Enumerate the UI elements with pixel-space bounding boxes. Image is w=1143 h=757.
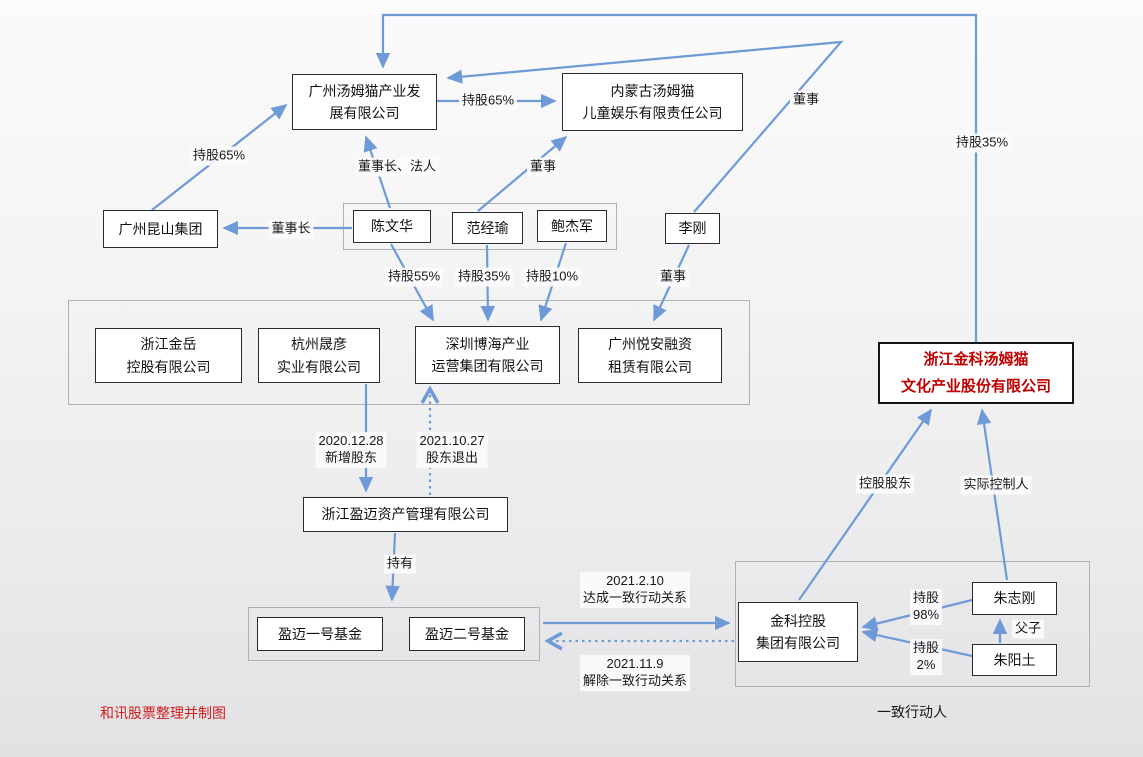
node-text: 浙江金科汤姆猫 — [923, 351, 1029, 368]
edge-label-hold: 持有 — [383, 554, 417, 574]
node-text: 控股有限公司 — [126, 358, 211, 375]
edge-label-hold10: 持股10% — [522, 267, 582, 287]
edge-label-hold65-left: 持股65% — [189, 146, 249, 166]
edge-jinkeholding-to-jinke — [798, 408, 932, 601]
edge-label-chairman-legal: 董事长、法人 — [354, 157, 440, 177]
label-line: 2021.11.9 — [606, 656, 664, 672]
edge-label-hold55: 持股55% — [384, 267, 444, 287]
node-chen-wenhua: 陈文华 — [353, 210, 431, 243]
node-text: 租赁有限公司 — [608, 358, 692, 375]
node-text: 朱阳土 — [993, 651, 1036, 668]
edge-label-date-form: 2021.2.10 达成一致行动关系 — [579, 572, 691, 608]
node-text: 陈文华 — [371, 218, 413, 235]
node-text: 运营集团有限公司 — [431, 358, 544, 374]
label-line: 达成一致行动关系 — [582, 590, 688, 605]
node-text: 朱志刚 — [993, 590, 1036, 607]
edge-label-actual-controller: 实际控制人 — [960, 475, 1032, 495]
edge-label-hold35: 持股35% — [454, 267, 514, 287]
group-yingmai-funds — [248, 607, 540, 661]
edge-label-hold35-top: 持股35% — [952, 133, 1012, 153]
edge-label-date-dissolve: 2021.11.9 解除一致行动关系 — [579, 655, 691, 691]
edge-label-hold98: 持股 98% — [909, 589, 943, 625]
node-jinke-holding: 金科控股 集团有限公司 — [738, 602, 858, 662]
label-line: 解除一致行动关系 — [582, 673, 688, 688]
label-line: 2% — [916, 657, 936, 672]
edge-li-to-gztom — [446, 40, 844, 213]
edge-zhigang-to-jinke — [976, 408, 1009, 581]
label-line: 股东退出 — [425, 450, 479, 465]
edge-fan-to-nmgtom — [477, 135, 568, 212]
node-text: 杭州晟彦 — [291, 336, 347, 353]
group-concerted-parties — [735, 561, 1090, 687]
node-text: 浙江盈迈资产管理有限公司 — [321, 506, 490, 523]
node-text: 盈迈二号基金 — [425, 625, 509, 642]
node-text: 范经瑜 — [466, 219, 509, 236]
edge-label-controlling-shareholder: 控股股东 — [855, 474, 915, 494]
node-text: 广州汤姆猫产业发 — [308, 82, 421, 99]
node-zhu-zhigang: 朱志刚 — [972, 582, 1057, 615]
label-line: 2020.12.28 — [318, 433, 384, 449]
node-text: 鲍杰军 — [551, 217, 593, 234]
node-text: 内蒙古汤姆猫 — [610, 82, 695, 99]
node-text: 儿童娱乐有限责任公司 — [582, 105, 723, 121]
node-text: 深圳博海产业 — [445, 335, 530, 352]
node-zhejiang-yingmai: 浙江盈迈资产管理有限公司 — [303, 497, 508, 532]
node-fan-jingyu: 范经瑜 — [452, 212, 523, 244]
node-bao-jiejun: 鲍杰军 — [537, 210, 607, 242]
label-line: 持股 — [912, 640, 940, 656]
edge-label-director-fan: 董事 — [526, 157, 560, 177]
node-zhejiang-jinke-tomcat: 浙江金科汤姆猫 文化产业股份有限公司 — [878, 342, 1074, 404]
node-yingmai-fund1: 盈迈一号基金 — [257, 617, 383, 651]
edge-label-father-son: 父子 — [1011, 619, 1045, 639]
group-director-persons — [343, 203, 617, 250]
node-shenzhen-bohai: 深圳博海产业 运营集团有限公司 — [415, 326, 560, 384]
label-line: 2021.10.27 — [419, 433, 485, 449]
node-text: 金科控股 — [770, 612, 826, 629]
node-text: 广州昆山集团 — [118, 220, 203, 237]
node-text: 展有限公司 — [329, 105, 400, 121]
node-zhejiang-jinyue: 浙江金岳 控股有限公司 — [95, 328, 242, 383]
edge-label-date-add: 2020.12.28 新增股东 — [315, 432, 387, 468]
node-text: 实业有限公司 — [277, 358, 361, 375]
group-subsidiaries — [68, 300, 750, 405]
node-text: 盈迈一号基金 — [278, 625, 362, 642]
edge-jinke-to-gztom — [375, 13, 978, 342]
node-neimenggu-tomcat: 内蒙古汤姆猫 儿童娱乐有限责任公司 — [562, 73, 743, 131]
edge-label-chairman: 董事长 — [268, 219, 314, 239]
credit-text: 和讯股票整理并制图 — [100, 705, 226, 721]
label-line: 98% — [912, 607, 940, 622]
edge-label-hold2: 持股 2% — [909, 639, 943, 675]
node-guangzhou-yuean: 广州悦安融资 租赁有限公司 — [578, 328, 722, 383]
node-hangzhou-shengyan: 杭州晟彦 实业有限公司 — [258, 328, 380, 383]
node-text: 李刚 — [678, 220, 707, 237]
node-text: 广州悦安融资 — [608, 336, 692, 353]
edge-label-date-exit: 2021.10.27 股东退出 — [416, 432, 488, 468]
group-label-concerted-parties: 一致行动人 — [877, 703, 947, 720]
node-text: 文化产业股份有限公司 — [900, 378, 1051, 395]
node-li-gang: 李刚 — [665, 213, 720, 244]
node-yingmai-fund2: 盈迈二号基金 — [409, 617, 525, 651]
label-line: 2021.2.10 — [606, 573, 664, 589]
edge-label-director-top: 董事 — [789, 90, 823, 110]
label-line: 新增股东 — [324, 450, 378, 465]
node-text: 集团有限公司 — [756, 635, 840, 651]
label-line: 持股 — [912, 590, 939, 606]
node-guangzhou-kunshan: 广州昆山集团 — [103, 210, 218, 248]
edge-label-hold65-mid: 持股65% — [458, 91, 518, 111]
node-guangzhou-tomcat: 广州汤姆猫产业发 展有限公司 — [292, 74, 437, 130]
node-zhu-yangtu: 朱阳土 — [972, 644, 1057, 676]
edge-label-director-li: 董事 — [656, 267, 690, 287]
node-text: 浙江金岳 — [140, 336, 197, 353]
